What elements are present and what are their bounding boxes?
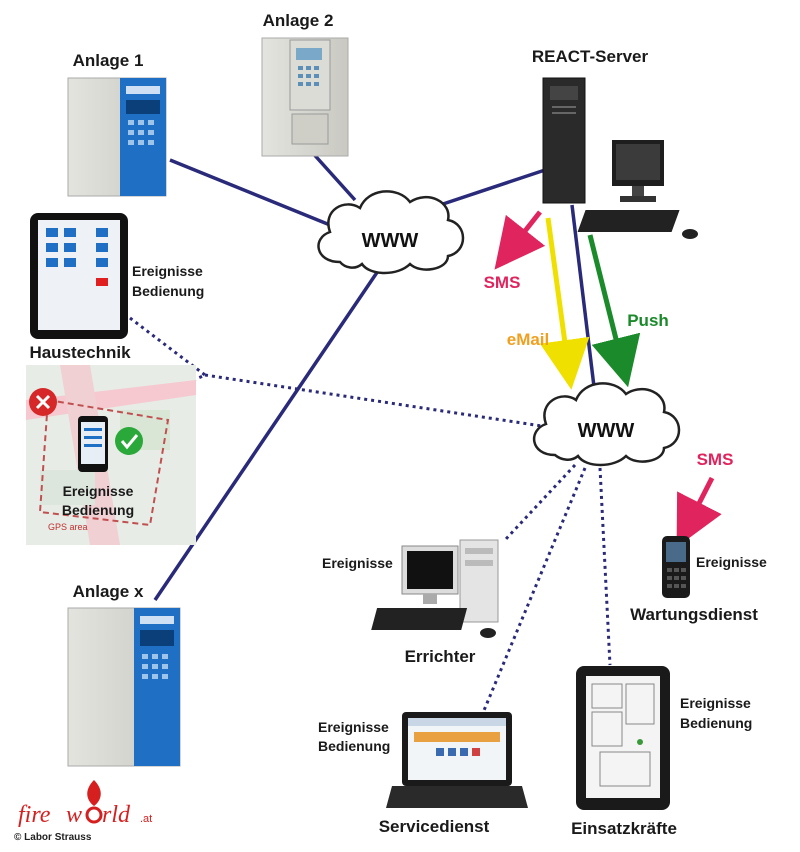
logo-text-w: w <box>66 802 82 828</box>
label-wartungsdienst: Wartungsdienst <box>630 605 758 624</box>
flame-icon <box>87 780 101 806</box>
label-sms: SMS <box>484 273 521 292</box>
wartungsdienst-phone <box>662 536 690 598</box>
labels: Anlage 1 Anlage 2 REACT-Server Ereigniss… <box>29 11 767 838</box>
label-servicedienst: Servicedienst <box>379 817 490 836</box>
credit-text: © Labor Strauss <box>14 832 92 843</box>
logo-text-fire: fire <box>18 802 51 828</box>
anlage-x-cabinet <box>67 607 181 767</box>
logo-suffix: .at <box>140 813 152 825</box>
push-arrow <box>587 234 641 388</box>
label-einsatz-ereignisse: Ereignisse <box>680 695 751 711</box>
smartphone-icon <box>78 416 108 472</box>
errichter-computer <box>371 539 499 638</box>
sms-arrow <box>494 210 546 270</box>
label-wartung-ereignisse: Ereignisse <box>696 554 767 570</box>
label-service-bedienung: Bedienung <box>318 738 390 754</box>
label-errichter-ereignisse: Ereignisse <box>322 555 393 571</box>
label-react-server: REACT-Server <box>532 47 649 66</box>
link-anlage1-www <box>169 158 331 227</box>
www-label-2: WWW <box>578 420 635 442</box>
sms2-arrow <box>676 476 722 548</box>
anlage-1-cabinet <box>67 77 167 197</box>
link-anlage2-www <box>308 148 357 202</box>
label-haustechnik: Haustechnik <box>29 343 131 362</box>
dotted-www2-einsatz <box>598 467 612 666</box>
label-einsatzkraefte: Einsatzkräfte <box>571 819 677 838</box>
fireworld-logo: fire w rld .at © Labor Strauss <box>14 780 152 843</box>
label-haustechnik-ereignisse: Ereignisse <box>132 263 203 279</box>
email-arrow <box>539 217 590 390</box>
anlage-2-cabinet <box>261 37 349 157</box>
einsatzkraefte-tablet <box>576 666 670 810</box>
label-email: eMail <box>507 330 550 349</box>
notification-arrows <box>494 210 722 548</box>
link-server-www2 <box>570 204 597 396</box>
link-server-www <box>439 168 546 207</box>
label-service-ereignisse: Ereignisse <box>318 719 389 735</box>
cloud-www-1: WWW <box>317 190 465 275</box>
label-anlage-1: Anlage 1 <box>73 51 144 70</box>
label-sms-2: SMS <box>697 450 734 469</box>
label-haustechnik-bedienung: Bedienung <box>132 283 204 299</box>
label-anlage-x: Anlage x <box>73 582 144 601</box>
react-server <box>542 77 698 239</box>
dotted-hub-www2 <box>204 373 556 430</box>
label-errichter: Errichter <box>405 647 476 666</box>
check-icon <box>115 427 143 455</box>
servicedienst-laptop <box>386 712 528 808</box>
label-einsatz-bedienung: Bedienung <box>680 715 752 731</box>
logo-globe-icon <box>85 806 103 824</box>
label-map-ereignisse: Ereignisse <box>63 483 134 499</box>
logo-text-rld: rld <box>102 802 131 828</box>
haustechnik-tablet <box>30 213 128 339</box>
gps-map: GPS area <box>26 365 196 545</box>
label-push: Push <box>627 311 669 330</box>
cloud-www-2: WWW <box>532 382 681 467</box>
gps-area-label: GPS area <box>48 522 88 532</box>
www-label-1: WWW <box>362 230 419 252</box>
dotted-www2-errichter <box>503 463 577 542</box>
label-map-bedienung: Bedienung <box>62 502 134 518</box>
server-monitor <box>612 140 664 202</box>
label-anlage-2: Anlage 2 <box>263 11 334 30</box>
